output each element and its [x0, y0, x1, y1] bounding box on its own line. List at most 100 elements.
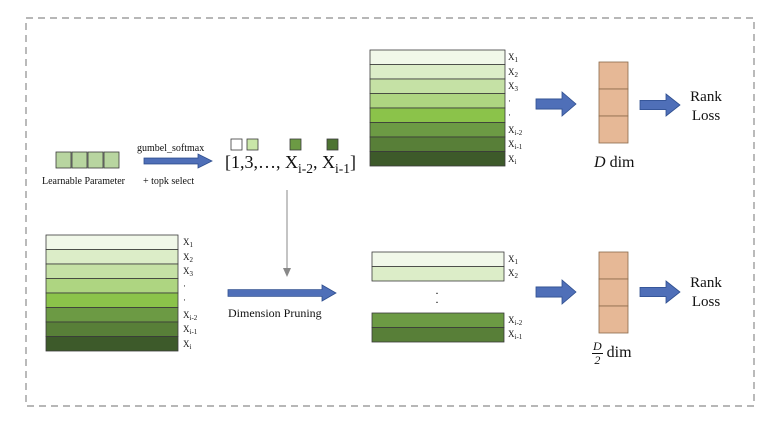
selected-dim-square-1	[230, 138, 243, 151]
learnable-parameter-cell-3	[87, 151, 104, 169]
top-stack-label-1: X1	[508, 52, 519, 65]
left-stack-label-5: ·	[183, 296, 186, 305]
pruned-stack-label-3-base: X	[508, 315, 515, 325]
selected-dim-square-4	[326, 138, 339, 151]
pruned-stack-label-4-base: X	[508, 329, 515, 339]
dim-symbol: D	[594, 154, 606, 171]
learnable-parameter-label: Learnable Parameter	[42, 176, 126, 187]
rank-loss-top-line1: Rank	[690, 89, 722, 105]
pruned-stack-label-2: X2	[508, 269, 519, 281]
selected-dim-square-2	[246, 138, 259, 151]
left-stack-label-1-sub: 1	[189, 241, 194, 250]
rank-loss-top: Rank Loss	[682, 88, 730, 126]
left-stack-row-2	[45, 249, 179, 265]
full-dim-block-3	[598, 115, 629, 144]
left-stack-row-6	[45, 307, 179, 323]
top-stack-row-8	[369, 151, 506, 167]
left-stack-row-8	[45, 336, 179, 352]
top-stack-label-8-base: X	[508, 153, 515, 164]
left-stack-row-3	[45, 263, 179, 279]
dashed-frame	[25, 17, 755, 407]
pruned-stack-label-3-sub: i-2	[514, 319, 523, 328]
dim-word-bottom: dim	[606, 344, 632, 362]
pruned-stack-label-4: Xi-1	[508, 329, 522, 341]
learnable-parameter-cell-2	[71, 151, 88, 169]
full-dim-block-1	[598, 61, 629, 90]
sequence-sub-1: i-2	[298, 160, 313, 176]
top-stack-label-8: Xi	[508, 153, 517, 166]
dimension-pruning-arrow	[227, 284, 337, 302]
ellipsis-dots-pruned-stack: ·	[435, 286, 439, 300]
top-stack-label-2-base: X	[508, 66, 515, 77]
top-stack-label-1-sub: 1	[514, 56, 519, 65]
top-stack-label-7: Xi-1	[508, 139, 523, 152]
left-stack-label-8: Xi	[183, 338, 192, 351]
top-stack-label-7-base: X	[508, 139, 515, 149]
top-stack-label-3-sub: 3	[514, 85, 519, 94]
dim-word-top: dim	[609, 154, 635, 171]
pruned-stack-label-1: X1	[508, 254, 519, 267]
topk-select-label: + topk select	[143, 176, 195, 187]
selected-indices-sequence: [1,3,…, Xi-2, Xi-1]	[225, 152, 356, 176]
left-stack-label-2: X2	[183, 251, 194, 264]
pruned-stack-label-1-base: X	[508, 254, 515, 264]
sequence-suffix: ]	[350, 152, 356, 172]
top-stack-label-5: ·	[508, 111, 511, 120]
left-stack-label-1-base: X	[183, 237, 190, 247]
pruned-stack-row-2	[371, 266, 505, 282]
top-stack-label-2-sub: 2	[514, 70, 519, 79]
selected-dim-square-3	[289, 138, 302, 151]
half-dim-denominator: 2	[594, 353, 601, 367]
top-stack-row-6	[369, 122, 506, 138]
top-stack-label-6: Xi-2	[508, 125, 522, 136]
left-stack-label-3: X3	[183, 266, 194, 279]
rank-loss-bottom-line1: Rank	[690, 275, 722, 291]
left-stack-label-3-sub: 3	[189, 270, 194, 279]
top-stack-row-3	[369, 78, 506, 94]
block-to-loss-arrow-bottom	[639, 280, 681, 304]
left-stack-label-6-base: X	[183, 309, 190, 320]
left-stack-row-5	[45, 292, 179, 308]
top-stack-label-3-base: X	[508, 81, 515, 91]
left-stack-label-8-sub: i	[189, 342, 192, 351]
block-to-loss-arrow-top	[639, 93, 681, 117]
sequence-mid: , X	[313, 152, 335, 172]
left-stack-label-4-base: ·	[183, 280, 186, 291]
top-stack-row-5	[369, 107, 506, 123]
left-stack-label-8-base: X	[183, 338, 190, 349]
half-dim-block-2	[598, 278, 629, 307]
top-stack-label-7-sub: i-1	[514, 143, 523, 152]
left-stack-row-1	[45, 234, 179, 250]
top-stack-label-1-base: X	[508, 52, 515, 62]
half-dim-block-3	[598, 305, 629, 334]
left-stack-label-1: X1	[183, 237, 194, 250]
pruned-stack-label-3: Xi-2	[508, 315, 523, 328]
top-stack-label-3: X3	[508, 81, 519, 94]
top-stack-label-4-base: ·	[508, 95, 511, 106]
top-stack-label-8-sub: i	[514, 157, 517, 166]
pruned-stack-row-1	[371, 251, 505, 267]
connector-arrowhead	[283, 268, 291, 277]
stack-to-block-arrow-top	[535, 91, 577, 117]
left-stack-row-7	[45, 321, 179, 337]
left-stack-label-2-sub: 2	[189, 255, 194, 264]
left-stack-row-4	[45, 278, 179, 294]
rank-loss-top-line2: Loss	[691, 108, 721, 124]
left-stack-label-3-base: X	[183, 266, 190, 276]
pruned-stack-label-2-sub: 2	[514, 272, 519, 281]
top-stack-label-2: X2	[508, 66, 519, 79]
rank-loss-bottom: Rank Loss	[682, 274, 730, 312]
left-stack-label-5-base: ·	[183, 295, 186, 305]
full-dim-label: D dim	[594, 154, 634, 172]
gumbel-arrow	[143, 153, 213, 169]
top-stack-label-4: ·	[508, 95, 511, 106]
left-stack-label-2-base: X	[183, 251, 190, 262]
sequence-sub-2: i-1	[335, 160, 350, 176]
stack-to-block-arrow-bottom	[535, 279, 577, 305]
left-stack-label-7-sub: i-1	[189, 328, 198, 337]
pruned-stack-label-1-sub: 1	[514, 258, 519, 267]
pruned-stack-row-4	[371, 327, 505, 343]
left-stack-label-7: Xi-1	[183, 325, 198, 337]
ellipsis-dots-pruned-stack-2: ·	[435, 295, 439, 309]
